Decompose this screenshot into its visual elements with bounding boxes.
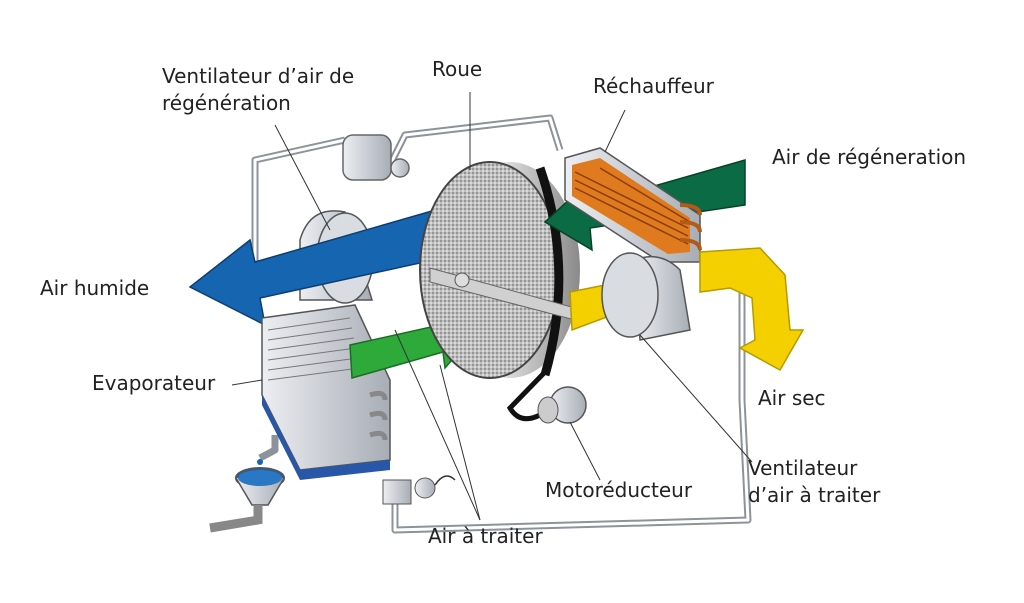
regeneration-air-label: Air de régéneration [772,145,967,169]
evaporator-label: Evaporateur [92,371,216,395]
process-fan-label: Ventilateur d’air à traiter [748,455,880,509]
process-air-fan [601,252,691,341]
leader-lines [231,92,753,521]
regeneration-fan-label-line2: régénération [162,91,291,115]
regeneration-fan-label-line1: Ventilateur d’air de [162,64,355,88]
desiccant-wheel [419,161,580,379]
wheel-label: Roue [432,57,483,81]
gear-motor-label: Motoréducteur [545,478,693,502]
gear-motor [506,370,587,424]
process-fan-label-line2: d’air à traiter [748,483,881,507]
humid-air-label: Air humide [40,276,150,300]
evaporator [261,304,391,480]
process-fan-label-line1: Ventilateur [748,456,858,480]
heater-label: Réchauffeur [593,74,714,98]
dry-air-label: Air sec [758,386,826,410]
dry-air-curved-arrow [699,247,805,372]
compressor [342,134,410,181]
expansion-valve [382,475,456,505]
regeneration-fan-label: Ventilateur d’air de régénération [162,63,354,117]
process-air-label: Air à traiter [428,524,543,548]
drain-funnel [209,459,285,533]
